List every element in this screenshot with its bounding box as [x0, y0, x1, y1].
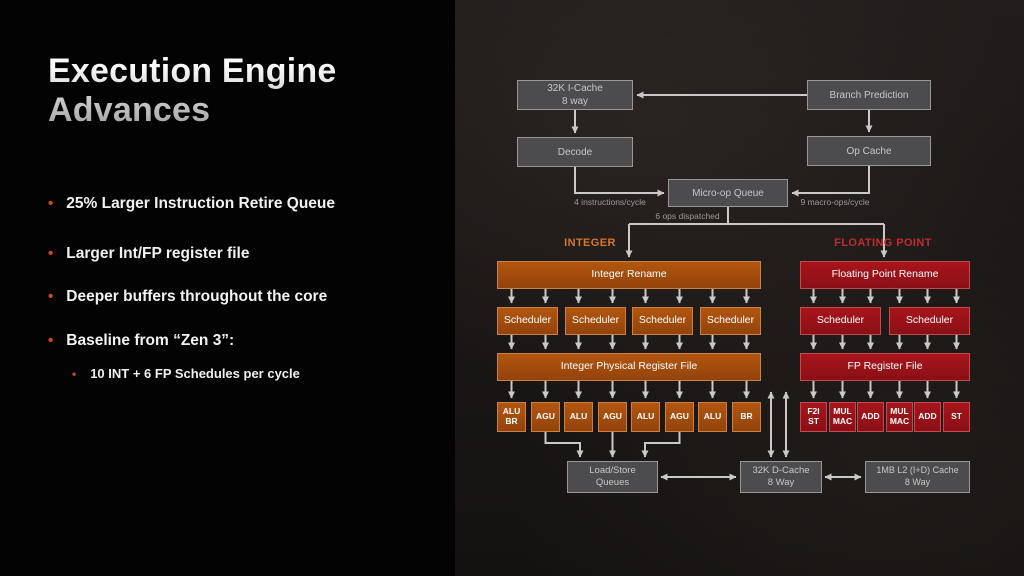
decode-box: Decode	[517, 137, 633, 167]
branch-prediction-box: Branch Prediction	[807, 80, 931, 110]
bullet-item-retire-queue: 25% Larger Instruction Retire Queue	[48, 194, 428, 214]
bullet-text: Deeper buffers throughout the core	[66, 288, 328, 305]
fp-exec-unit-box: ADD	[857, 402, 884, 432]
bullet-text: Larger Int/FP register file	[66, 244, 250, 262]
integer-exec-unit-box: AGU	[598, 402, 627, 432]
integer-scheduler-box: Scheduler	[632, 307, 693, 335]
title-line-2: Advances	[48, 91, 211, 130]
fp-exec-unit-box: F2I ST	[800, 402, 827, 432]
integer-rename-box: Integer Rename	[497, 261, 761, 289]
macro-ops-per-cycle-label: 9 macro-ops/cycle	[800, 197, 870, 207]
integer-exec-unit-box: ALU BR	[497, 402, 526, 432]
bullet-item-buffers: Deeper buffers throughout the core	[48, 287, 428, 307]
integer-scheduler-box: Scheduler	[565, 307, 626, 335]
bullet-text: 25% Larger Instruction Retire Queue	[66, 195, 336, 212]
fp-register-file-box: FP Register File	[800, 353, 970, 381]
ops-dispatched-label: 6 ops dispatched	[655, 211, 720, 221]
fp-scheduler-box: Scheduler	[800, 307, 881, 335]
bullet-list: 25% Larger Instruction Retire Queue Larg…	[48, 194, 428, 374]
integer-section-label: INTEGER	[564, 237, 616, 249]
left-panel: Execution Engine Advances 25% Larger Ins…	[0, 0, 455, 576]
integer-exec-unit-box: ALU	[698, 402, 727, 432]
diagram-arrows-layer	[508, 91, 960, 481]
load-store-queues-box: Load/Store Queues	[567, 461, 658, 493]
page-title: Execution Engine Advances	[48, 52, 336, 130]
bullet-text: Baseline from “Zen 3”:	[66, 331, 235, 349]
bullet-item-register-file: Larger Int/FP register file	[48, 244, 428, 264]
sub-bullet-text: 10 INT + 6 FP Schedules per cycle	[90, 366, 300, 381]
integer-scheduler-box: Scheduler	[497, 307, 558, 335]
micro-op-queue-box: Micro-op Queue	[668, 179, 788, 207]
integer-exec-unit-box: BR	[732, 402, 761, 432]
fp-rename-box: Floating Point Rename	[800, 261, 970, 289]
l2-cache-box: 1MB L2 (I+D) Cache 8 Way	[865, 461, 970, 493]
bullet-item-baseline: Baseline from “Zen 3”:	[48, 331, 428, 351]
dcache-box: 32K D-Cache 8 Way	[740, 461, 822, 493]
floating-point-section-label: FLOATING POINT	[834, 237, 932, 249]
fp-scheduler-box: Scheduler	[889, 307, 970, 335]
integer-exec-unit-box: AGU	[531, 402, 560, 432]
fp-exec-unit-box: ST	[943, 402, 970, 432]
integer-exec-unit-box: AGU	[665, 402, 694, 432]
icache-box: 32K I-Cache 8 way	[517, 80, 633, 110]
fp-exec-unit-box: MUL MAC	[829, 402, 856, 432]
integer-exec-unit-box: ALU	[564, 402, 593, 432]
diagram-panel: 32K I-Cache 8 way Branch Prediction Deco…	[455, 0, 1024, 576]
instructions-per-cycle-label: 4 instructions/cycle	[574, 197, 646, 207]
integer-exec-unit-box: ALU	[631, 402, 660, 432]
sub-bullet-schedules: 10 INT + 6 FP Schedules per cycle	[72, 366, 300, 382]
title-line-1: Execution Engine	[48, 52, 337, 90]
fp-exec-unit-box: MUL MAC	[886, 402, 913, 432]
integer-scheduler-box: Scheduler	[700, 307, 761, 335]
op-cache-box: Op Cache	[807, 136, 931, 166]
integer-register-file-box: Integer Physical Register File	[497, 353, 761, 381]
fp-exec-unit-box: ADD	[914, 402, 941, 432]
